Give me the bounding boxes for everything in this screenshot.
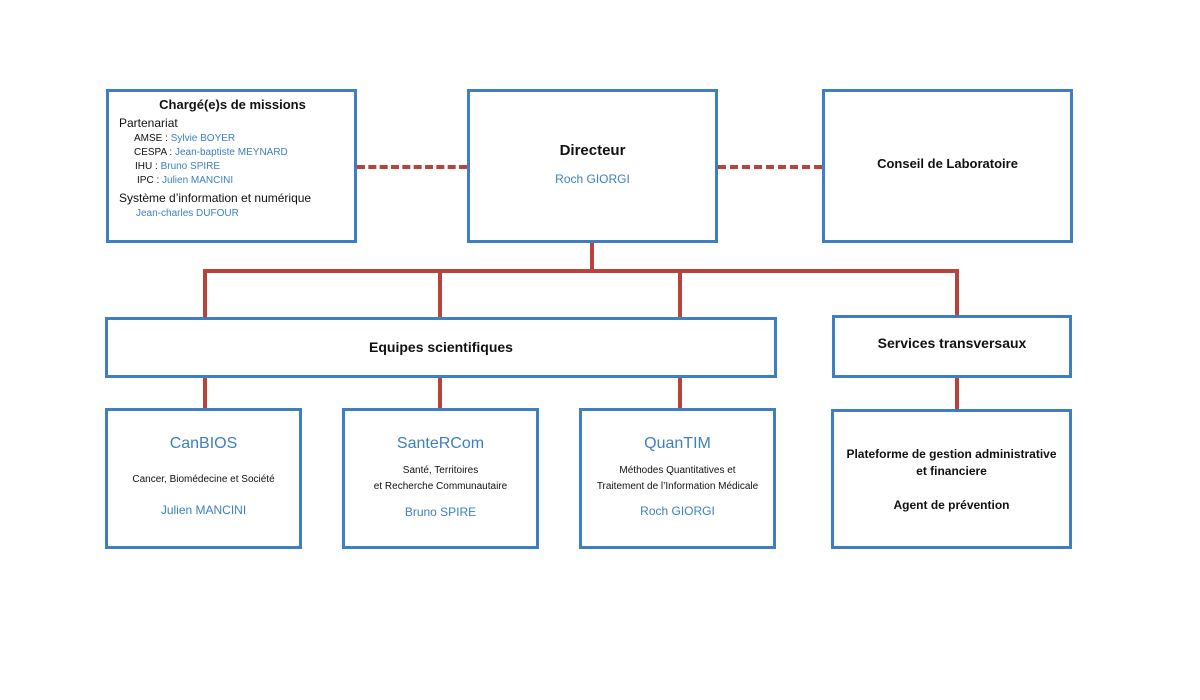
team-box-santercom: SanteRCom Santé, Territoires et Recherche… <box>342 408 539 549</box>
partner-name: Julien MANCINI <box>162 175 234 186</box>
connector-horizontal-bus <box>203 269 959 273</box>
plateforme-title: Plateforme de gestion administrative et f… <box>836 446 1067 480</box>
connector-drop-services <box>955 269 959 315</box>
plateforme-box: Plateforme de gestion administrative et f… <box>831 409 1072 549</box>
missions-title: Chargé(e)s de missions <box>159 97 306 112</box>
team-name: QuanTIM <box>644 435 711 452</box>
connector-services-plateforme <box>955 378 959 409</box>
team-description-line1: Santé, Territoires <box>402 465 479 476</box>
team-description-line2: et Recherche Communautaire <box>373 481 508 492</box>
connector-drop-3 <box>678 269 682 317</box>
services-title: Services transversaux <box>877 335 1027 351</box>
partner-row: IPC : Julien MANCINI <box>137 175 346 186</box>
team-name: CanBIOS <box>169 435 238 452</box>
partner-row: IHU : Bruno SPIRE <box>135 161 346 172</box>
partner-org: IPC : <box>137 175 163 186</box>
partner-row: CESPA : Jean-baptiste MEYNARD <box>134 147 346 158</box>
services-box: Services transversaux <box>832 315 1072 378</box>
dashed-connector-missions-directeur <box>357 165 467 169</box>
connector-equipes-quantim <box>678 378 682 408</box>
team-description: Santé, Territoires et Recherche Communaut… <box>349 463 532 495</box>
equipes-box: Equipes scientifiques <box>105 317 777 378</box>
partner-name: Jean-baptiste MEYNARD <box>174 147 288 158</box>
partenariat-label: Partenariat <box>119 116 178 130</box>
partner-org: AMSE : <box>134 133 171 144</box>
partner-row: AMSE : Sylvie BOYER <box>134 133 346 144</box>
agent-prevention: Agent de prévention <box>893 498 1010 512</box>
si-name: Jean-charles DUFOUR <box>136 208 239 219</box>
equipes-title: Equipes scientifiques <box>369 339 513 355</box>
dashed-connector-directeur-conseil <box>718 165 822 169</box>
team-person: Bruno SPIRE <box>404 505 477 519</box>
team-person: Roch GIORGI <box>640 504 715 518</box>
directeur-box: Directeur Roch GIORGI <box>467 89 718 243</box>
partner-name: Bruno SPIRE <box>160 161 221 172</box>
team-description-line1: Cancer, Biomédecine et Société <box>132 474 275 485</box>
connector-directeur-down <box>590 243 594 271</box>
team-description-line2: Traitement de l’Information Médicale <box>596 481 759 492</box>
missions-box: Chargé(e)s de missions Partenariat AMSE … <box>106 89 357 243</box>
connector-drop-1 <box>203 269 207 317</box>
team-box-canbios: CanBIOS Cancer, Biomédecine et Société J… <box>105 408 302 549</box>
directeur-title: Directeur <box>559 142 626 159</box>
team-description: Méthodes Quantitatives et Traitement de l… <box>586 463 769 495</box>
conseil-title: Conseil de Laboratoire <box>877 156 1018 171</box>
connector-drop-2 <box>438 269 442 317</box>
team-box-quantim: QuanTIM Méthodes Quantitatives et Traitem… <box>579 408 776 549</box>
directeur-name: Roch GIORGI <box>555 172 630 186</box>
team-name: SanteRCom <box>396 435 485 452</box>
plateforme-line2: et financiere <box>916 464 987 478</box>
conseil-box: Conseil de Laboratoire <box>822 89 1073 243</box>
connector-equipes-santercom <box>438 378 442 408</box>
team-description-line1: Méthodes Quantitatives et <box>619 465 736 476</box>
partner-name: Sylvie BOYER <box>170 133 236 144</box>
team-person: Julien MANCINI <box>160 503 247 517</box>
partner-org: IHU : <box>135 161 161 172</box>
si-label: Système d’information et numérique <box>119 191 312 205</box>
plateforme-line1: Plateforme de gestion administrative <box>846 447 1057 461</box>
partner-org: CESPA : <box>134 147 175 158</box>
connector-equipes-canbios <box>203 378 207 408</box>
team-description: Cancer, Biomédecine et Société <box>112 472 295 488</box>
